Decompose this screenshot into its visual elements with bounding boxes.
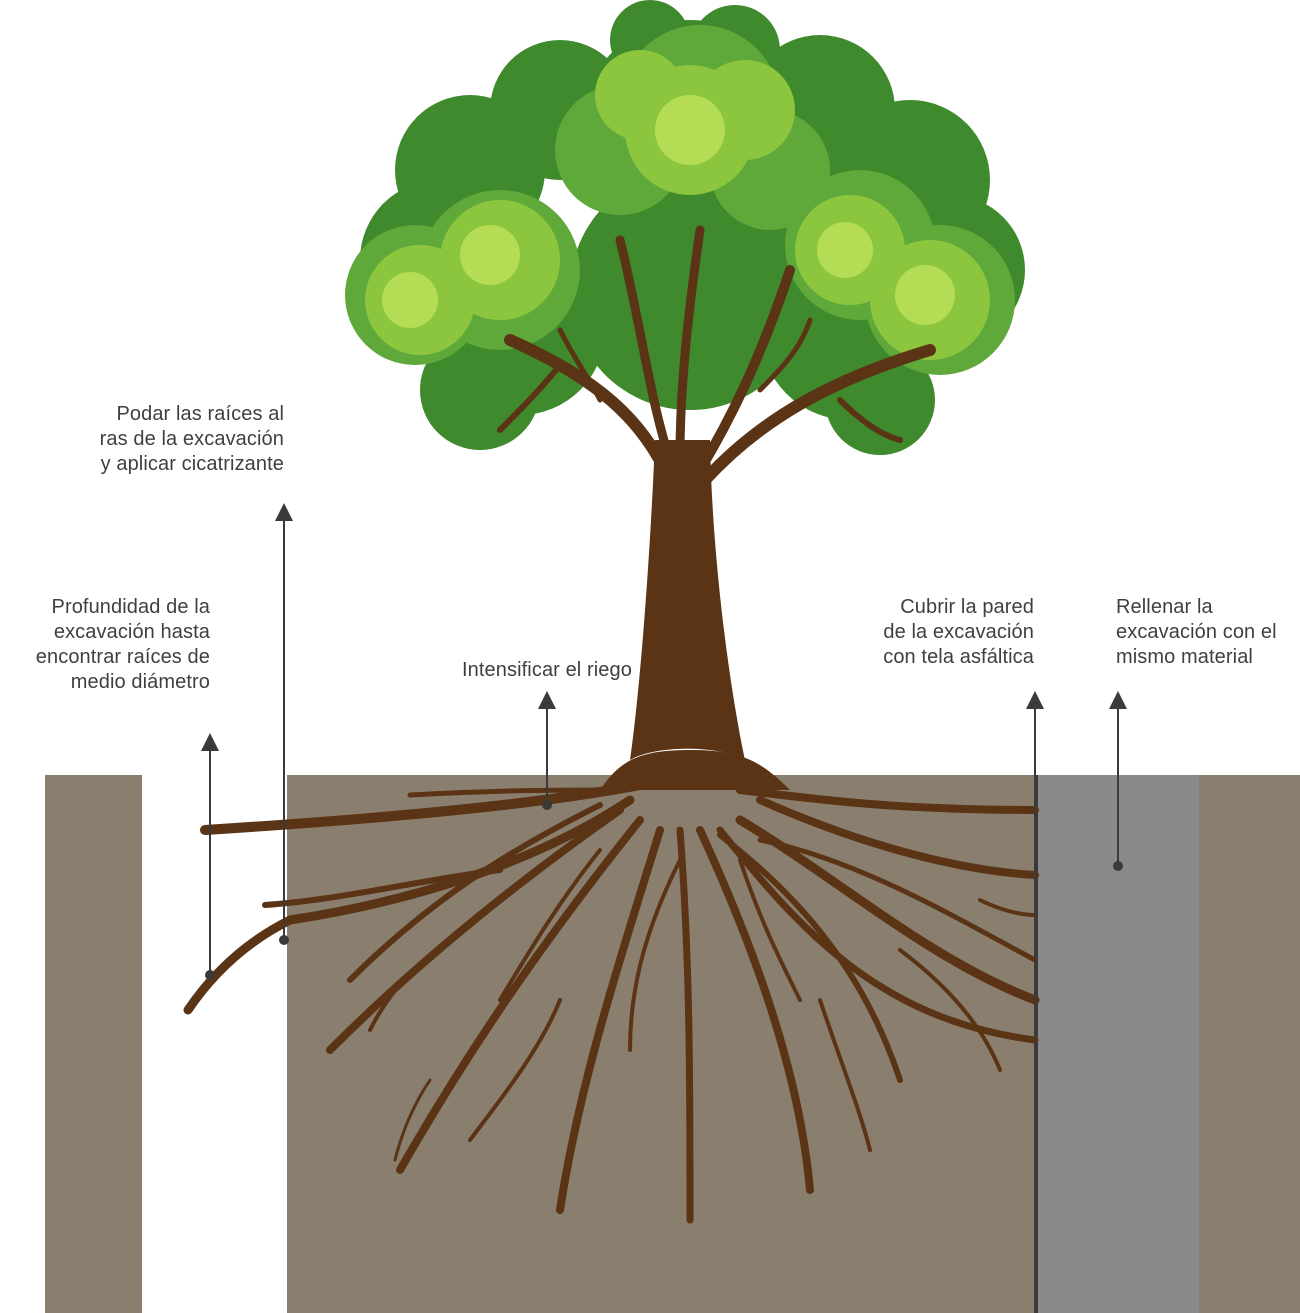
- callout-depth-line-1: Profundidad de la: [51, 596, 210, 618]
- callout-cover-line-2: de la excavación: [883, 621, 1034, 643]
- tree-branches: [497, 225, 936, 486]
- callout-depth-line-3: encontrar raíces de: [35, 646, 210, 668]
- callout-water-line-1: Intensificar el riego: [462, 659, 632, 681]
- tree-canopy: [345, 0, 1025, 455]
- callout-refill-line-1: Rellenar la: [1116, 596, 1213, 618]
- callout-prune-roots: Podar las raíces al ras de la excavación…: [100, 402, 284, 477]
- callout-cover-line-1: Cubrir la pared: [900, 596, 1034, 618]
- soil-right-block: [1199, 775, 1300, 1313]
- callout-excavation-depth: Profundidad de la excavación hasta encon…: [36, 595, 210, 695]
- callout-refill-excavation: Rellenar la excavación con el mismo mate…: [1116, 595, 1277, 670]
- callout-refill-line-3: mismo material: [1116, 646, 1253, 668]
- tree-roots: [183, 780, 1040, 1224]
- soil-section: [45, 775, 1300, 1313]
- callout-prune-line-2: ras de la excavación: [99, 428, 284, 450]
- callout-cover-line-3: con tela asfáltica: [883, 646, 1034, 668]
- soil-main-block: [287, 775, 1037, 1313]
- callout-prune-line-3: y aplicar cicatrizante: [100, 453, 284, 475]
- soil-left-block: [45, 775, 142, 1313]
- callout-cover-wall: Cubrir la pared de la excavación con tel…: [883, 595, 1034, 670]
- callout-depth-line-4: medio diámetro: [70, 671, 210, 693]
- callout-pointers: [201, 503, 1127, 1313]
- callout-prune-line-1: Podar las raíces al: [116, 403, 284, 425]
- callout-refill-line-2: excavación con el: [1116, 621, 1277, 643]
- callout-intensify-watering: Intensificar el riego: [352, 658, 742, 683]
- tree-trunk: [600, 440, 790, 790]
- callout-depth-line-2: excavación hasta: [53, 621, 210, 643]
